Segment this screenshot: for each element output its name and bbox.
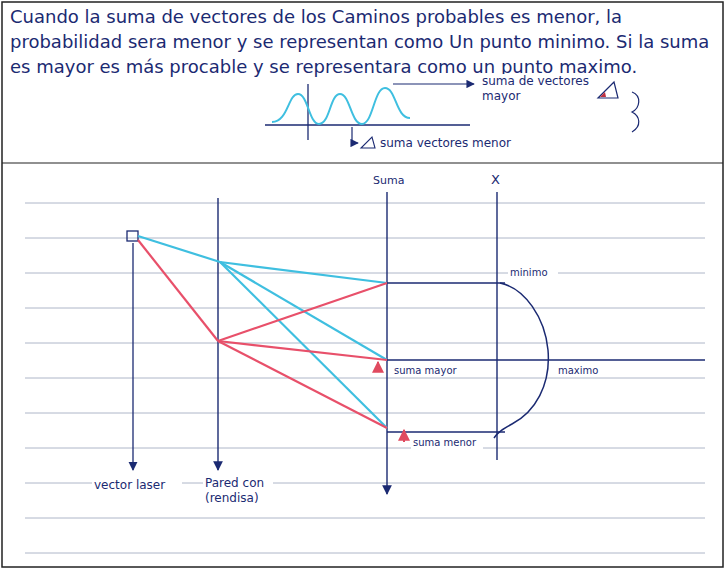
- slit-wall: [217, 198, 218, 470]
- projection-lines: [387, 283, 705, 432]
- triangle-symbol: [361, 137, 375, 148]
- curve-label: minimo: [508, 266, 558, 279]
- curve-label: maximo: [556, 364, 612, 377]
- x-axis-line: [496, 192, 497, 460]
- sketch-label: suma vectores menor: [378, 136, 528, 151]
- sketch-label: suma de vectores mayor: [480, 74, 596, 104]
- pointer-arrow: [352, 127, 358, 143]
- sum-arrow: [377, 362, 379, 372]
- screen-line: [386, 192, 387, 494]
- laser-source: [127, 231, 138, 241]
- pointer-arrow: [393, 83, 474, 84]
- sum-arrow: [403, 430, 405, 442]
- brace-mark: [632, 92, 639, 132]
- axis-line: [307, 84, 308, 140]
- sum-label: suma menor: [411, 436, 483, 449]
- part-label: Pared con (rendisa): [203, 476, 273, 506]
- light-paths: [138, 236, 387, 428]
- note-text: Cuando la suma de vectores de los Camino…: [8, 4, 717, 79]
- notebook-lines: [25, 203, 705, 553]
- wave-curve: [272, 88, 410, 124]
- sum-label: suma mayor: [392, 364, 460, 377]
- axis-label: X: [489, 172, 507, 188]
- intensity-curve: [494, 283, 548, 438]
- axis-line: [265, 124, 470, 125]
- triangle-symbol: [598, 82, 618, 98]
- triangle-fill: [600, 92, 606, 97]
- axis-label: Suma: [371, 174, 411, 188]
- pointer-arrow: [132, 243, 133, 470]
- part-label: vector laser: [92, 478, 182, 493]
- page-divider: [2, 162, 723, 163]
